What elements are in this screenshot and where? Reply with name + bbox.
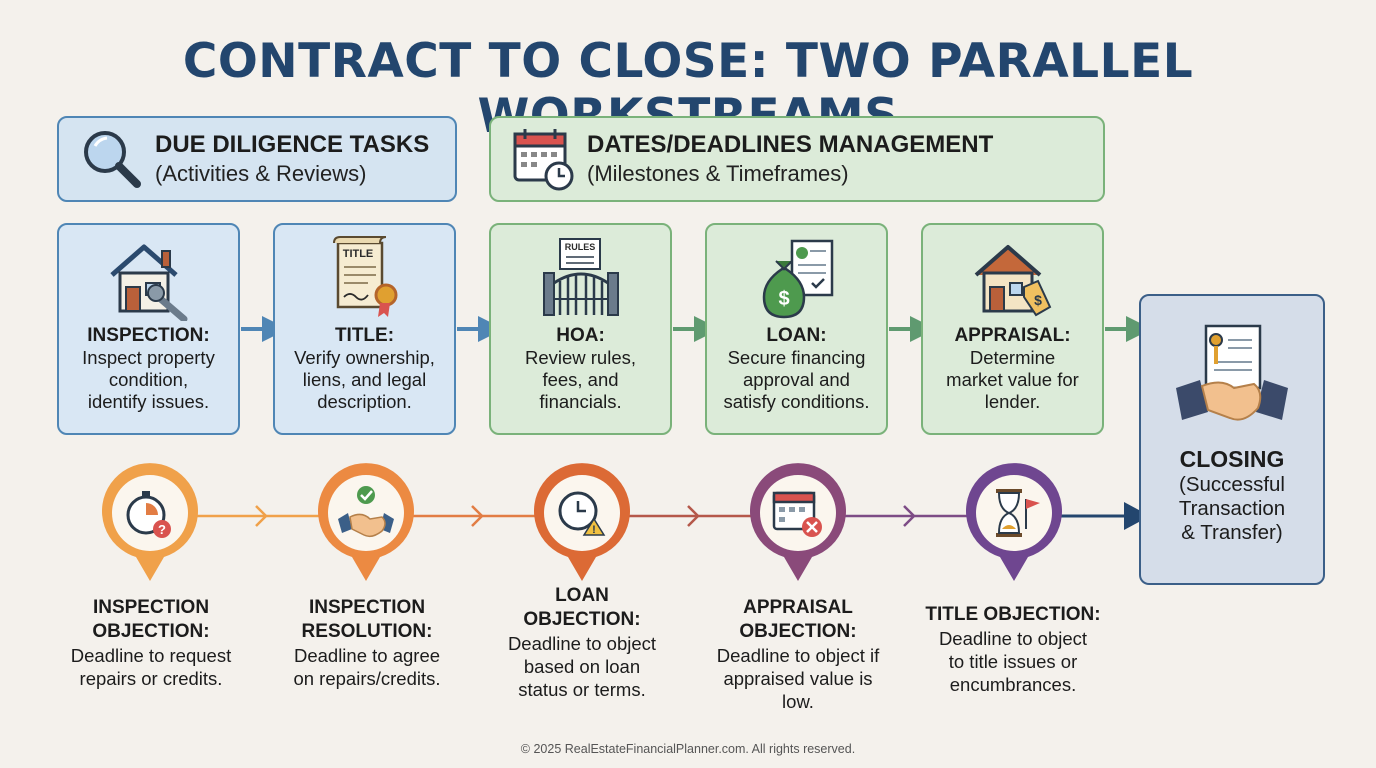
task-title: LOAN: [766,325,827,346]
svg-text:RULES: RULES [564,242,595,252]
stopwatch-question-icon: ? [102,463,198,581]
dates-title: DATES/DEADLINES MANAGEMENT [587,131,994,158]
money-bag-document-icon: $ [762,239,833,319]
svg-text:!: ! [592,524,596,536]
task-title: APPRAISAL: [954,325,1071,346]
svg-text:$: $ [778,288,789,310]
handshake-check-icon [318,463,414,581]
closing-arrow [1124,502,1150,530]
task-title: TITLE: [334,325,395,346]
dates-header: DATES/DEADLINES MANAGEMENT (Milestones &… [489,116,1105,202]
closing-title: CLOSING [1179,446,1285,472]
handshake-key-icon [1176,324,1288,421]
hourglass-flag-icon [966,463,1062,581]
due-diligence-header: DUE DILIGENCE TASKS (Activities & Review… [57,116,457,202]
deadline-connectors [196,505,1126,527]
due-diligence-subtitle: (Activities & Reviews) [155,161,367,186]
task-title: INSPECTION: [87,325,210,346]
task-title: HOA: [556,325,605,346]
clock-warning-icon: ! [534,463,630,581]
footer-copyright: © 2025 RealEstateFinancialPlanner.com. A… [520,742,856,756]
svg-text:TITLE: TITLE [342,248,373,260]
calendar-clock-icon [513,129,574,191]
svg-text:?: ? [158,522,166,537]
magnifier-icon [84,131,141,188]
svg-text:$: $ [1034,292,1042,308]
calendar-x-icon [750,463,846,581]
house-wrench-icon [109,244,187,321]
hoa-gate-icon: RULES [542,238,619,316]
dates-subtitle: (Milestones & Timeframes) [587,161,849,186]
due-diligence-title: DUE DILIGENCE TASKS [155,131,430,158]
task-card-title: TITLE TITLE: Verify ownership,liens, and… [273,223,456,435]
title-scroll-icon: TITLE [332,236,397,317]
house-price-tag-icon: $ [974,245,1051,317]
deadline-title: TITLE OBJECTION: [925,604,1101,625]
